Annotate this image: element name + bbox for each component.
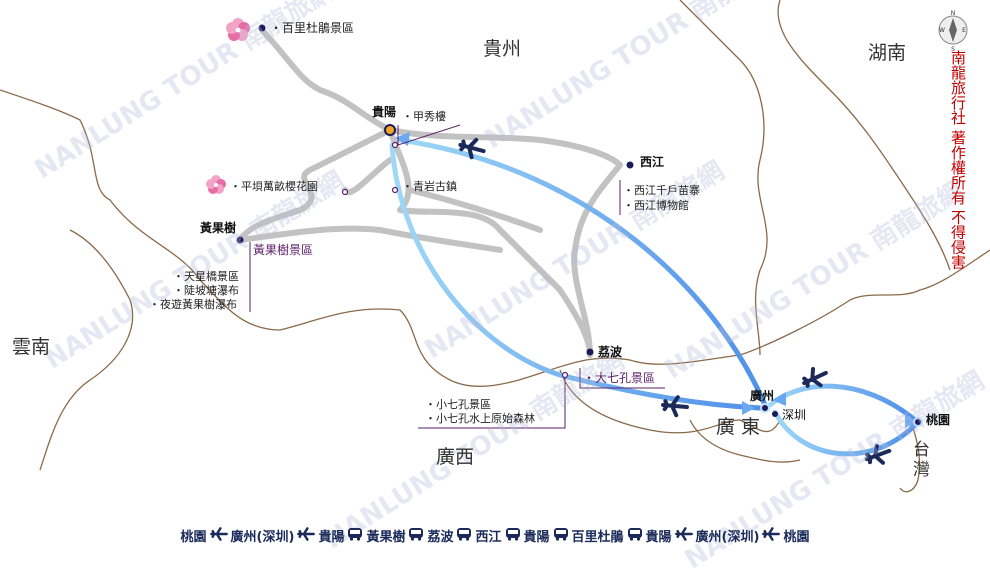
poi-xiaoqikong-2: ・小七孔水上原始森林 [425, 412, 535, 425]
poi-jiaxiu: ・甲秀樓 [402, 110, 446, 123]
route-stop: 黃果樹 [366, 530, 406, 545]
poi-hgs-1: ・天星橋景區 [173, 270, 239, 283]
guiyang-marker [384, 124, 396, 136]
route-stop: 西江 [475, 530, 502, 545]
route-stop: 廣州(深圳) [695, 530, 760, 545]
bus-icon [553, 527, 569, 545]
cherry-blossom-icon [226, 18, 250, 41]
compass-w: W [939, 27, 945, 34]
shenzhen-marker [772, 411, 778, 417]
plane-icon [209, 526, 228, 545]
route-stop: 桃園 [783, 530, 810, 545]
route-stop: 廣州(深圳) [230, 530, 295, 545]
province-borders [0, 0, 990, 493]
compass-icon: N S W E [938, 10, 968, 53]
route-stop: 貴陽 [523, 530, 550, 545]
region-guangdong: 廣東 [716, 416, 767, 438]
poi-daqikong: ・大七孔景區 [583, 371, 656, 385]
city-guiyang: 貴陽 [372, 105, 397, 119]
poi-xijiang-2: ・西江博物館 [623, 199, 689, 212]
libo-marker [586, 348, 594, 356]
travel-route-map: N S W E [0, 0, 990, 493]
poi-huangguoshu: 黃果樹景區 [253, 243, 314, 257]
city-libo: 荔波 [598, 345, 623, 359]
region-guizhou: 貴州 [483, 38, 522, 60]
poi-xiaoqikong-1: ・小七孔景區 [425, 398, 491, 411]
route-stop: 荔波 [427, 530, 454, 545]
city-xijiang: 西江 [640, 155, 665, 169]
taoyuan-marker [913, 417, 923, 427]
bus-icon [627, 527, 643, 545]
poi-qingyan: ・青岩古鎮 [402, 180, 457, 193]
bus-icon [505, 527, 521, 545]
city-guangzhou: 廣州 [750, 389, 775, 403]
city-huangguoshu: 黃果樹 [200, 221, 237, 235]
route-stop: 桃園 [180, 530, 207, 545]
bus-icon [347, 527, 363, 545]
flight-arcs [389, 137, 918, 457]
region-guangxi: 廣西 [436, 446, 475, 468]
region-hunan: 湖南 [868, 42, 907, 64]
compass-s: S [951, 46, 955, 53]
plane-icon [674, 526, 693, 545]
city-markers [236, 24, 923, 427]
compass-e: E [962, 27, 966, 34]
copyright-notice: 南龍旅行社 著作權所有 不得侵害 [949, 50, 967, 270]
compass-n: N [951, 10, 956, 17]
region-taiwan: 台灣 [913, 440, 930, 480]
poi-hgs-2: ・陡坡塘瀑布 [173, 284, 239, 297]
callout-lines [249, 124, 665, 429]
poi-xijiang-1: ・西江千戶苗寨 [623, 184, 700, 197]
poi-baili: ・百里杜鵑景區 [270, 21, 355, 35]
city-taoyuan: 桃園 [926, 413, 951, 427]
route-summary: 桃園 廣州(深圳) 貴陽 黃果樹 荔波 西江 貴陽 百里杜鵑 貴陽 廣州(深圳) 桃園 [0, 526, 990, 545]
poi-pingba: ・平垻萬畝櫻花園 [230, 180, 318, 193]
region-yunnan: 雲南 [12, 336, 51, 358]
route-stop: 貴陽 [645, 530, 672, 545]
baili-marker [258, 24, 266, 32]
bus-icon [456, 527, 472, 545]
route-stop: 百里杜鵑 [571, 530, 624, 545]
city-shenzhen: 深圳 [782, 408, 807, 422]
plane-icon [762, 526, 781, 545]
route-stop: 貴陽 [318, 530, 345, 545]
cherry-blossom-icon [206, 175, 226, 194]
bus-icon [408, 527, 424, 545]
xijiang-marker [626, 161, 634, 169]
poi-hgs-3: ・夜遊黃果樹瀑布 [149, 298, 237, 311]
huangguoshu-marker [236, 236, 244, 244]
guangzhou-marker [760, 403, 770, 413]
flight-arrowheads [395, 132, 918, 428]
plane-icon [297, 526, 316, 545]
